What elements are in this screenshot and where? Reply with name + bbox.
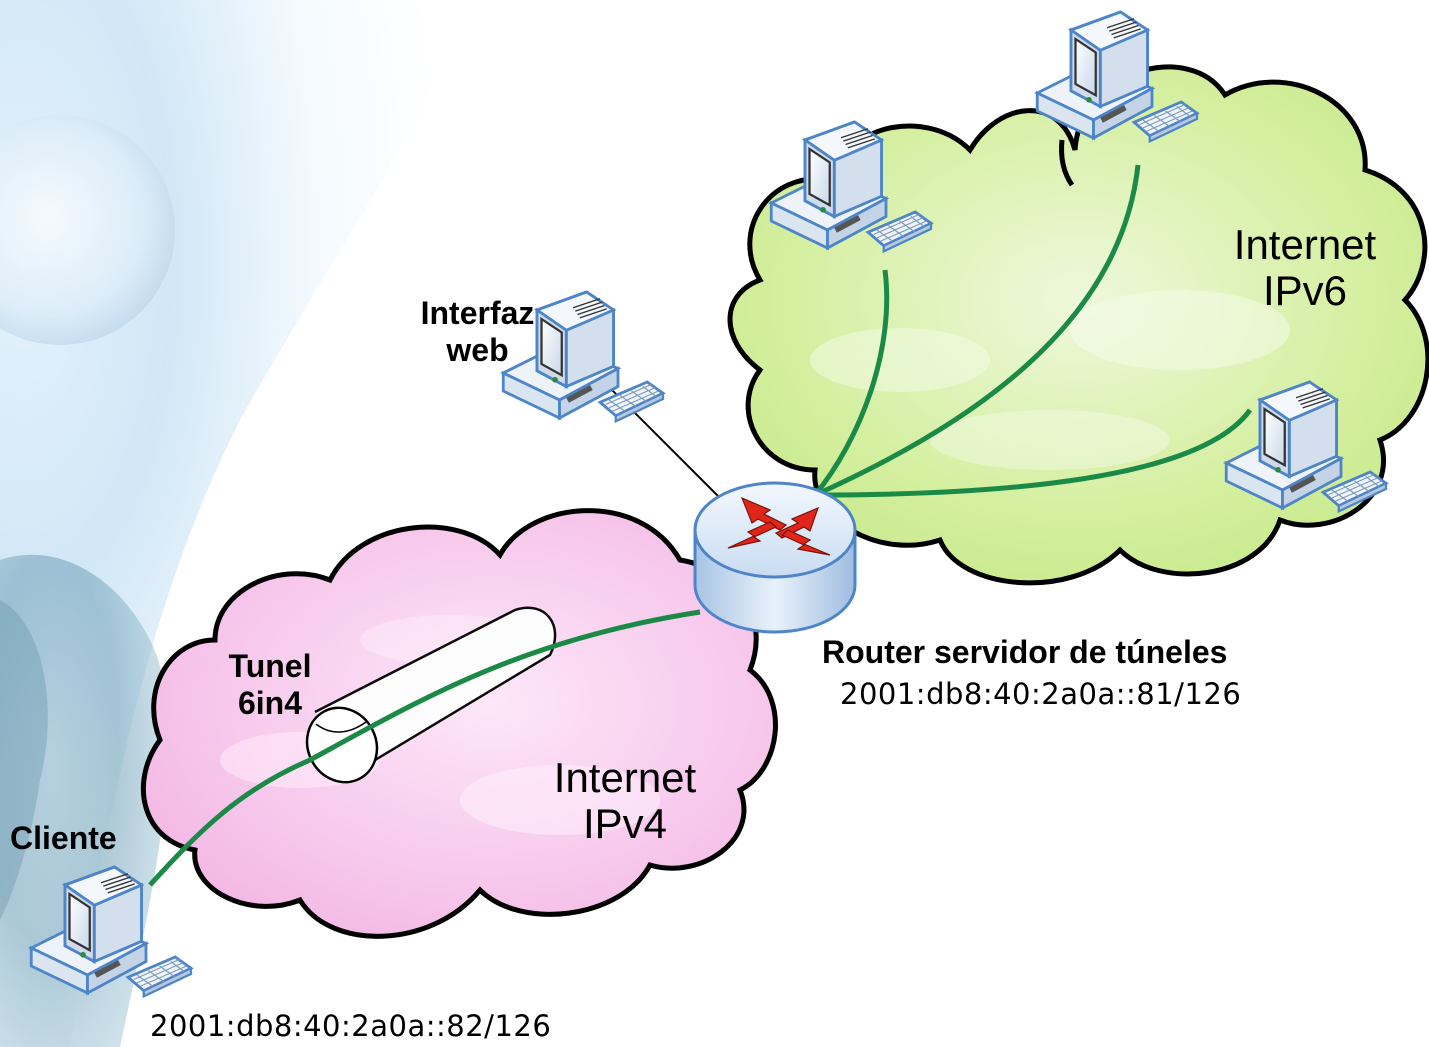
link-router-pc3 [814, 408, 1253, 498]
tunnel-label-line2: 6in4 [237, 684, 303, 721]
link-router-pc2 [813, 164, 1141, 498]
link-router-pc1 [813, 269, 890, 497]
router-address: 2001:db8:40:2a0a::81/126 [840, 677, 1242, 711]
client-address: 2001:db8:40:2a0a::82/126 [150, 1009, 552, 1043]
tunnel-label: Tunel 6in4 [205, 648, 335, 722]
router-label: Router servidor de túneles [822, 634, 1228, 670]
ipv6-label-line2: IPv6 [1262, 267, 1348, 315]
ipv4-label-line1: Internet [553, 754, 697, 801]
ipv4-label-line2: IPv4 [582, 800, 668, 848]
web-interface-label-line2: web [446, 331, 509, 368]
router-icon [693, 481, 857, 634]
web-interface-label-line1: Interfaz [420, 295, 535, 331]
ipv6-label-line1: Internet [1233, 221, 1377, 268]
web-interface-label: Interfaz web [400, 295, 555, 369]
link-client-router [148, 609, 701, 887]
ipv4-network-label: Internet IPv4 [515, 754, 735, 848]
client-label: Cliente [10, 820, 117, 856]
ipv6-network-label: Internet IPv6 [1200, 221, 1410, 315]
moon-illustration [0, 115, 175, 345]
tunnel-label-line1: Tunel [228, 648, 312, 684]
